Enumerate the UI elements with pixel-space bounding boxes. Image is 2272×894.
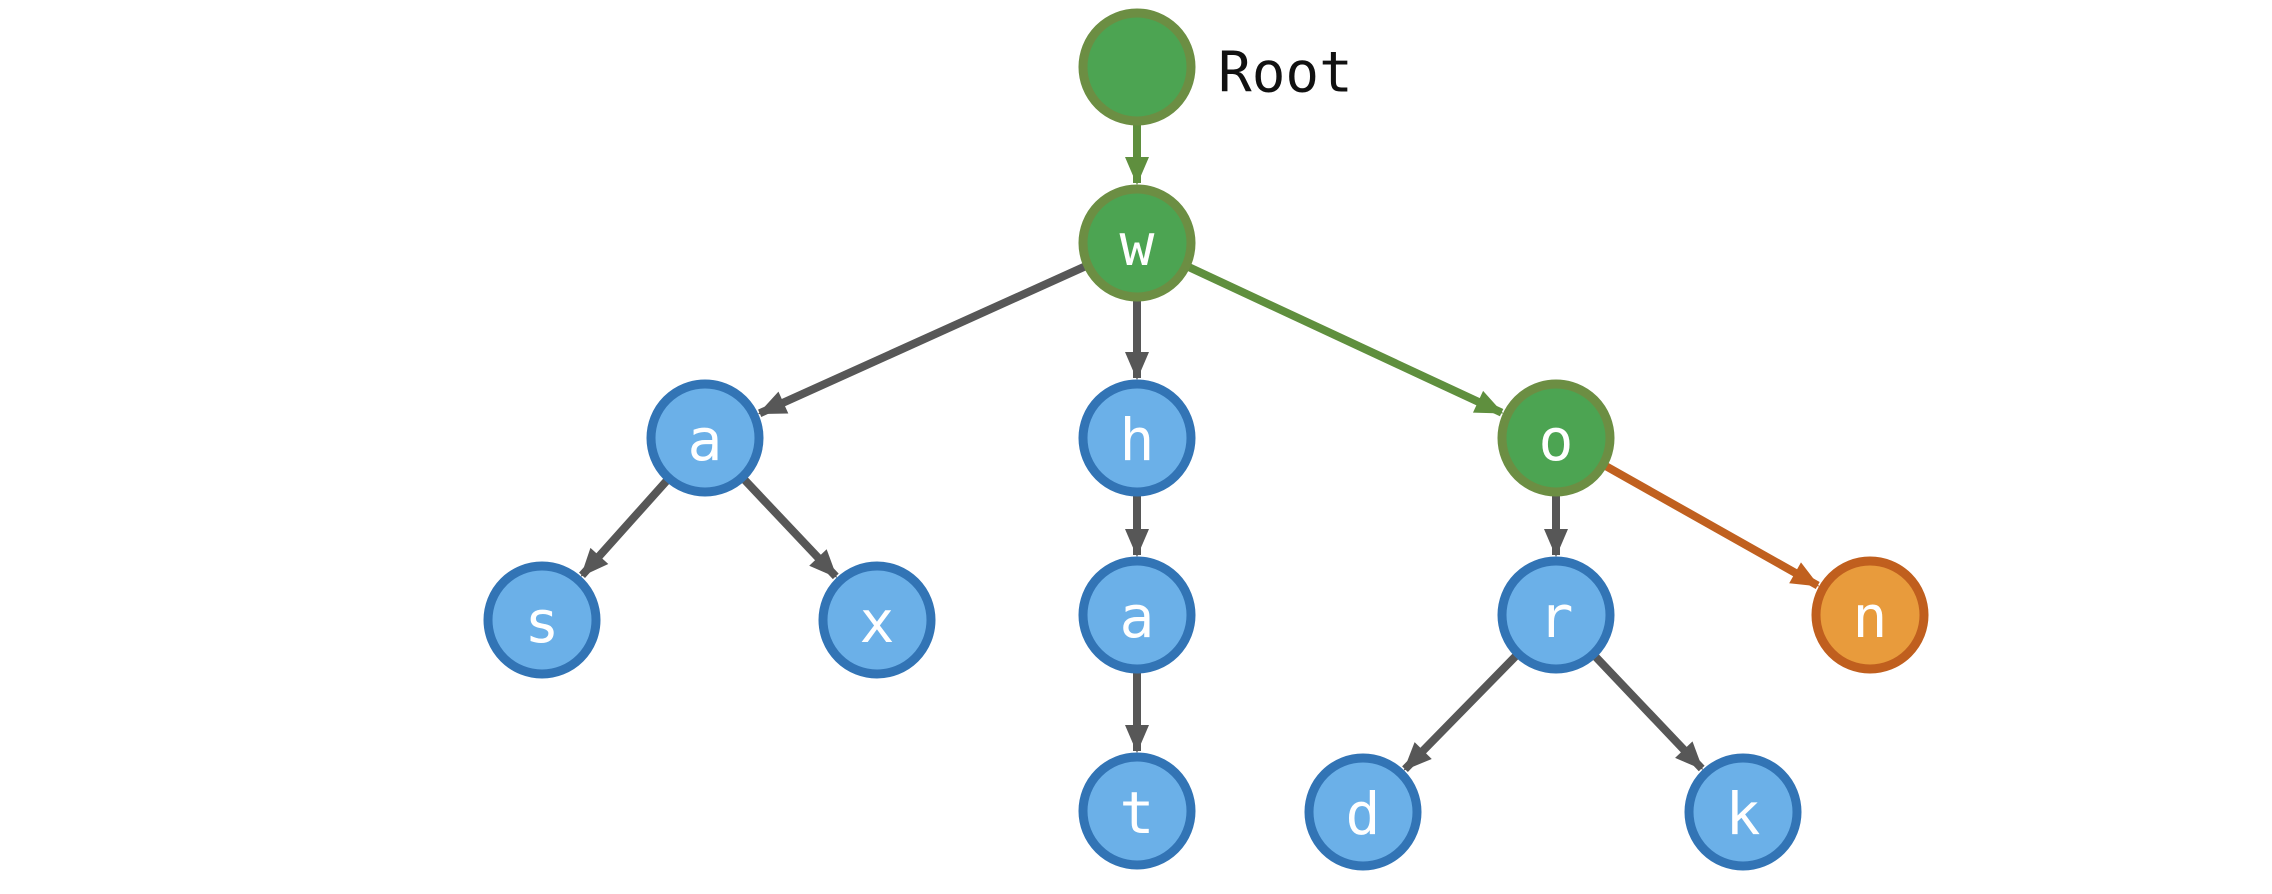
node-s-label: s <box>525 588 560 656</box>
node-h-label: h <box>1120 406 1155 474</box>
node-n-circle <box>1811 556 1929 674</box>
node-h-circle <box>1078 379 1196 497</box>
node-x-label: x <box>860 588 895 656</box>
node-d-circle <box>1304 753 1422 871</box>
node-a2-label: a <box>1120 583 1155 651</box>
node-a1-circle <box>646 379 764 497</box>
edge-r-k <box>1592 653 1705 772</box>
nodes-layer: w a h o s x a r n t d k <box>483 8 1929 871</box>
node-a1-label: a <box>688 406 723 474</box>
node-x-circle <box>818 561 936 679</box>
edge-w-o <box>1186 263 1504 417</box>
node-d-label: d <box>1346 780 1381 848</box>
node-t-label: t <box>1120 779 1155 847</box>
edges-layer <box>579 124 1820 772</box>
node-r-circle <box>1497 556 1615 674</box>
node-t-circle <box>1078 752 1196 870</box>
node-w-circle <box>1078 184 1196 302</box>
edge-o-n <box>1603 462 1820 590</box>
node-r-label: r <box>1539 583 1574 651</box>
edge-a1-x <box>741 476 839 580</box>
node-k-label: k <box>1726 780 1761 848</box>
node-root-circle <box>1078 8 1196 126</box>
node-o-circle <box>1497 379 1615 497</box>
node-k-circle <box>1684 753 1802 871</box>
edge-a1-s <box>579 477 670 578</box>
node-s-circle <box>483 561 601 679</box>
node-n-label: n <box>1853 583 1888 651</box>
edge-r-d <box>1402 652 1519 772</box>
root-label: Root <box>1218 41 1353 106</box>
node-a2-circle <box>1078 556 1196 674</box>
node-o-label: o <box>1539 406 1574 474</box>
edge-w-a1 <box>757 262 1087 417</box>
node-w-label: w <box>1120 211 1155 279</box>
